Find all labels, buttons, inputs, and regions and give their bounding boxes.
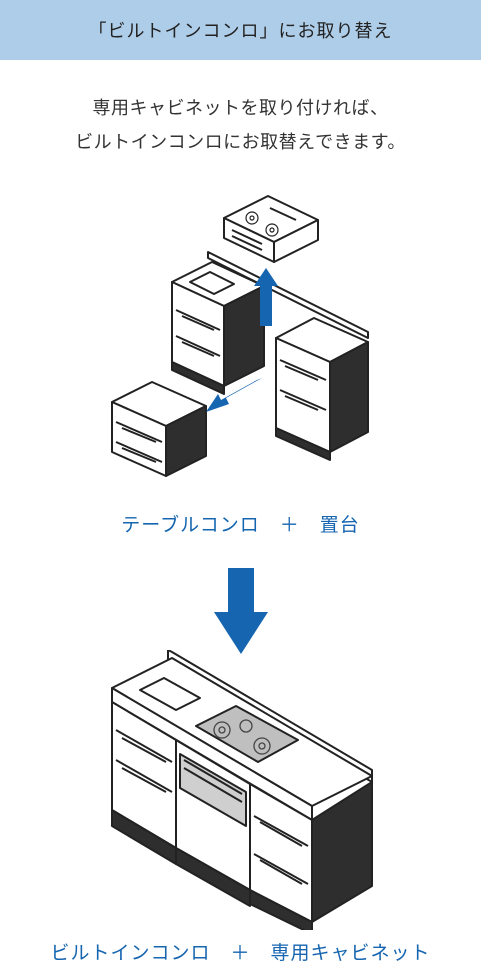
- before-illustration: [111, 195, 369, 477]
- up-arrow-icon: [254, 268, 278, 326]
- lead-line-2: ビルトインコンロにお取替えできます。: [75, 132, 406, 153]
- after-caption: ビルトインコンロ ＋ 専用キャビネット: [50, 942, 431, 964]
- lead-line-1: 専用キャビネットを取り付ければ、: [92, 98, 389, 119]
- header-banner: 「ビルトインコンロ」にお取り替え: [0, 0, 481, 60]
- after-illustration: [111, 650, 373, 930]
- move-arrow-icon: [206, 378, 262, 412]
- cooktop-burners: [213, 719, 271, 755]
- header-title: 「ビルトインコンロ」にお取り替え: [88, 21, 393, 42]
- before-caption: テーブルコンロ ＋ 置台: [121, 514, 360, 536]
- down-arrow-icon: [214, 568, 268, 654]
- stove-burners: [245, 211, 279, 237]
- lead-text: 専用キャビネットを取り付ければ、 ビルトインコンロにお取替えできます。: [0, 92, 481, 160]
